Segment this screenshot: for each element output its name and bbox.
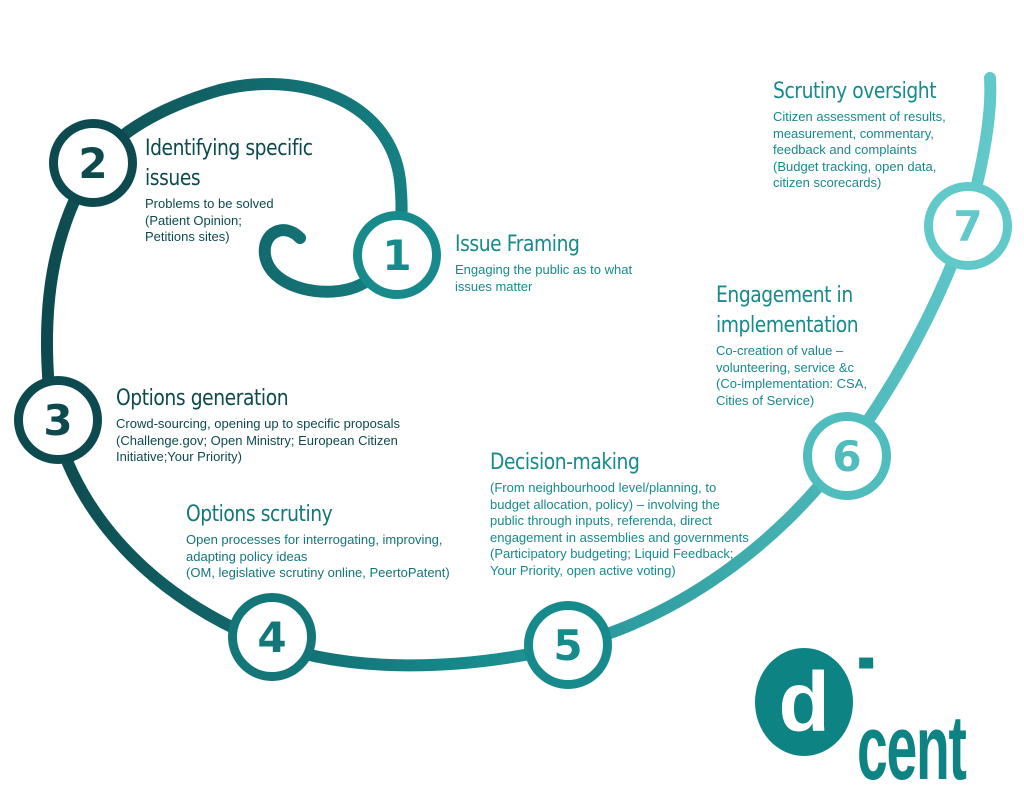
step-6-line: Cities of Service) (716, 392, 815, 408)
step-5-line: public through inputs, referenda, direct (490, 513, 712, 528)
d-cent-logo: d -cent (755, 610, 1024, 794)
step-7-line: Citizen assessment of results, (773, 109, 946, 124)
step-4-badge: 4 (228, 593, 316, 681)
step-3-badge: 3 (14, 376, 102, 464)
step-1-badge: 1 (353, 211, 441, 299)
step-3-line: (Challenge.gov; Open Ministry; European … (116, 432, 398, 448)
step-3-block: Options generation Crowd-sourcing, openi… (116, 384, 400, 466)
step-2-badge: 2 (49, 119, 137, 207)
step-3-title: Options generation (116, 386, 289, 411)
step-2-title: Identifying specific issues (145, 136, 313, 191)
step-6-line: Co-creation of value – (716, 343, 844, 358)
step-2-line: (Patient Opinion; (145, 212, 242, 228)
step-6-badge: 6 (803, 412, 891, 500)
logo-text: -cent (857, 605, 967, 799)
step-2-line: Problems to be solved (145, 196, 274, 211)
step-5-line: Your Priority, open active voting) (490, 562, 676, 578)
logo-mark: d (755, 648, 854, 756)
step-1-title: Issue Framing (455, 232, 580, 257)
step-7-line: (Budget tracking, open data, (773, 158, 937, 174)
step-1-line: Engaging the public as to what (455, 262, 633, 277)
step-4-title: Options scrutiny (186, 502, 333, 527)
step-5-block: Decision-making (From neighbourhood leve… (490, 448, 749, 579)
step-6-line: (Co-implementation: CSA, (716, 376, 867, 391)
step-6-block: Engagement in implementation Co-creation… (716, 281, 896, 409)
step-6-title: Engagement in implementation (716, 283, 859, 338)
step-1-line: issues matter (455, 278, 533, 294)
step-5-line: engagement in assemblies and governments (490, 529, 749, 545)
step-5-line: budget allocation, policy) – involving t… (490, 496, 720, 512)
step-7-block: Scrutiny oversight Citizen assessment of… (773, 77, 965, 192)
step-6-line: volunteering, service &c (716, 359, 855, 375)
step-4-line: (OM, legislative scrutiny online, Peerto… (186, 565, 450, 580)
step-5-line: (Participatory budgeting; Liquid Feedbac… (490, 546, 734, 561)
step-7-badge: 7 (924, 182, 1012, 270)
step-3-line: Initiative;Your Priority) (116, 449, 242, 464)
step-5-badge: 5 (524, 601, 612, 689)
step-2-block: Identifying specific issues Problems to … (145, 134, 375, 246)
step-4-line: adapting policy ideas (186, 548, 308, 564)
step-3-line: Crowd-sourcing, opening up to specific p… (116, 416, 400, 431)
step-5-title: Decision-making (490, 450, 640, 475)
step-7-line: citizen scorecards) (773, 175, 882, 190)
step-4-line: Open processes for interrogating, improv… (186, 532, 443, 547)
step-7-line: measurement, commentary, (773, 125, 934, 141)
step-1-block: Issue Framing Engaging the public as to … (455, 230, 632, 295)
step-2-line: Petitions sites) (145, 229, 230, 244)
step-4-block: Options scrutiny Open processes for inte… (186, 500, 450, 582)
step-7-line: feedback and complaints (773, 142, 917, 157)
step-7-title: Scrutiny oversight (773, 79, 937, 104)
step-5-line: (From neighbourhood level/planning, to (490, 480, 717, 495)
